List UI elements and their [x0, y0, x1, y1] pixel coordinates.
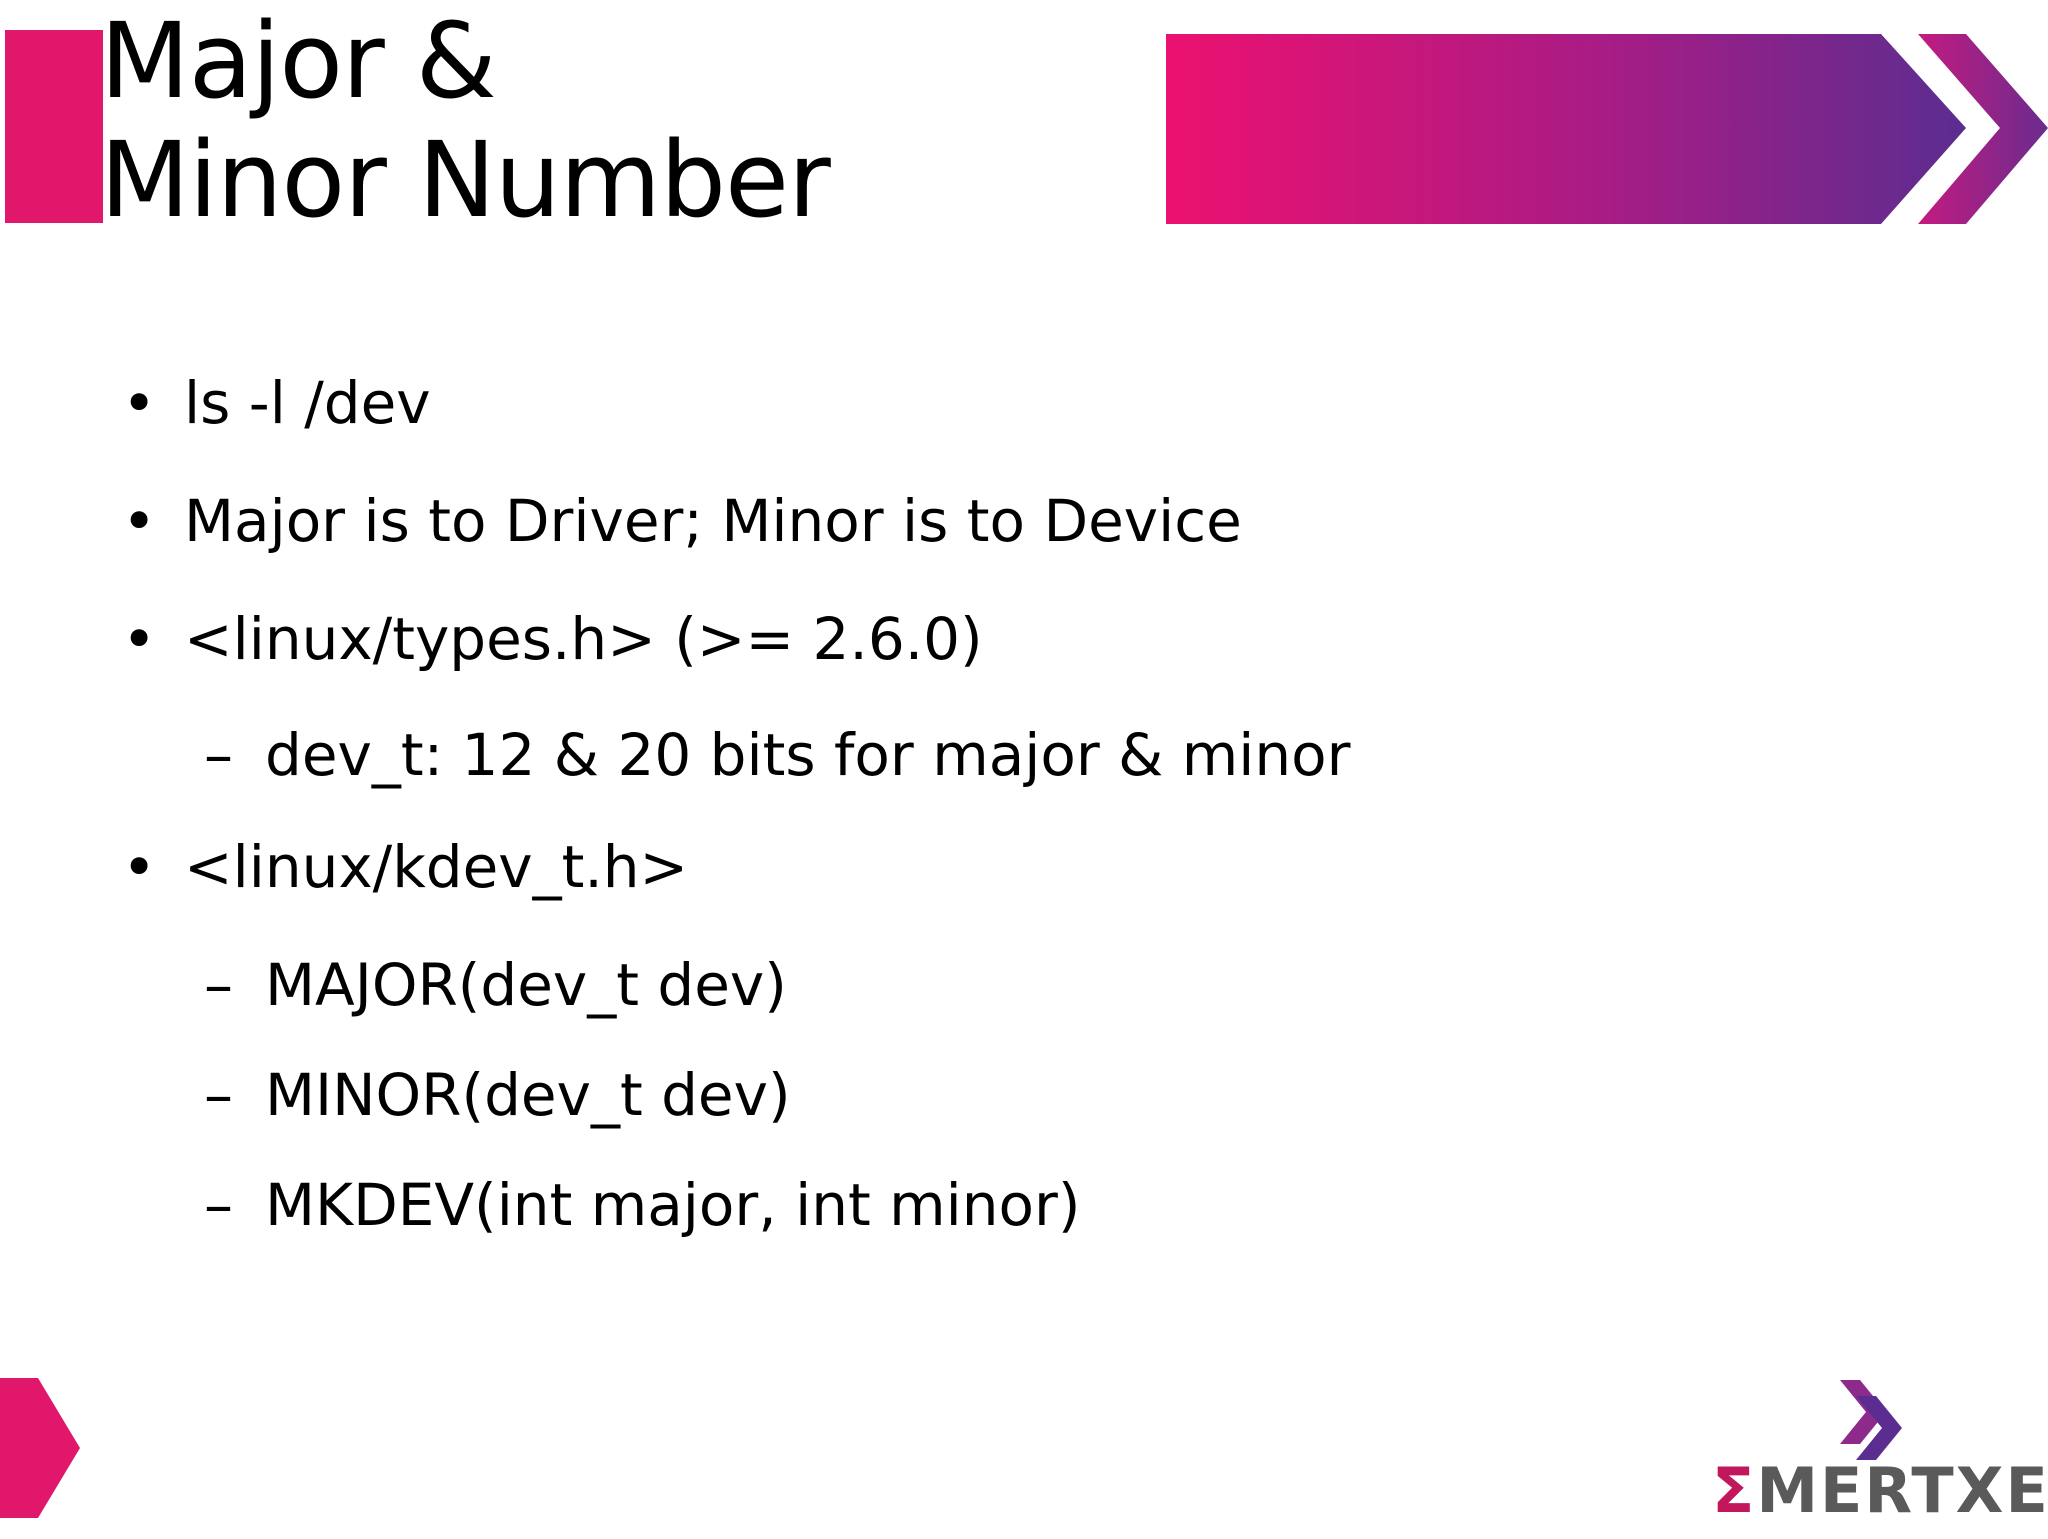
slide-title: Major & Minor Number — [100, 0, 831, 241]
bullet-item: ls -l /dev — [184, 369, 431, 437]
bullet-item: Major is to Driver; Minor is to Device — [184, 487, 1242, 555]
emertxe-logo: ΣMERTXE — [1712, 1370, 2048, 1535]
sub-bullet-item: MINOR(dev_t dev) — [265, 1061, 791, 1129]
bullet-marker: • — [122, 833, 157, 901]
logo-sigma: Σ — [1712, 1454, 1757, 1527]
sub-bullet-marker: – — [204, 951, 233, 1019]
sub-bullet-item: dev_t: 12 & 20 bits for major & minor — [265, 721, 1351, 789]
sub-bullet-marker: – — [204, 1061, 233, 1129]
bullet-item: <linux/kdev_t.h> — [184, 833, 689, 901]
footer-arrow — [0, 1378, 80, 1535]
double-chevron-icon — [1840, 1380, 1902, 1460]
logo-text: MERTXE — [1756, 1454, 2048, 1527]
sub-bullet-item: MAJOR(dev_t dev) — [265, 951, 787, 1019]
bullet-marker: • — [122, 487, 157, 555]
sub-bullet-marker: – — [204, 1171, 233, 1239]
slide-title-line-2: Minor Number — [100, 119, 831, 241]
banner-chevron-icon — [1166, 34, 2048, 224]
sub-bullet-item: MKDEV(int major, int minor) — [265, 1171, 1081, 1239]
logo-wordmark: ΣMERTXE — [1712, 1456, 2048, 1526]
bullet-item: <linux/types.h> (>= 2.6.0) — [184, 605, 983, 673]
chevron-right-icon — [0, 1378, 80, 1518]
title-accent-bar — [5, 30, 103, 223]
slide-title-line-1: Major & — [100, 0, 497, 122]
bullet-marker: • — [122, 369, 157, 437]
sub-bullet-marker: – — [204, 721, 233, 789]
bullet-marker: • — [122, 605, 157, 673]
header-banner — [1166, 32, 2048, 230]
